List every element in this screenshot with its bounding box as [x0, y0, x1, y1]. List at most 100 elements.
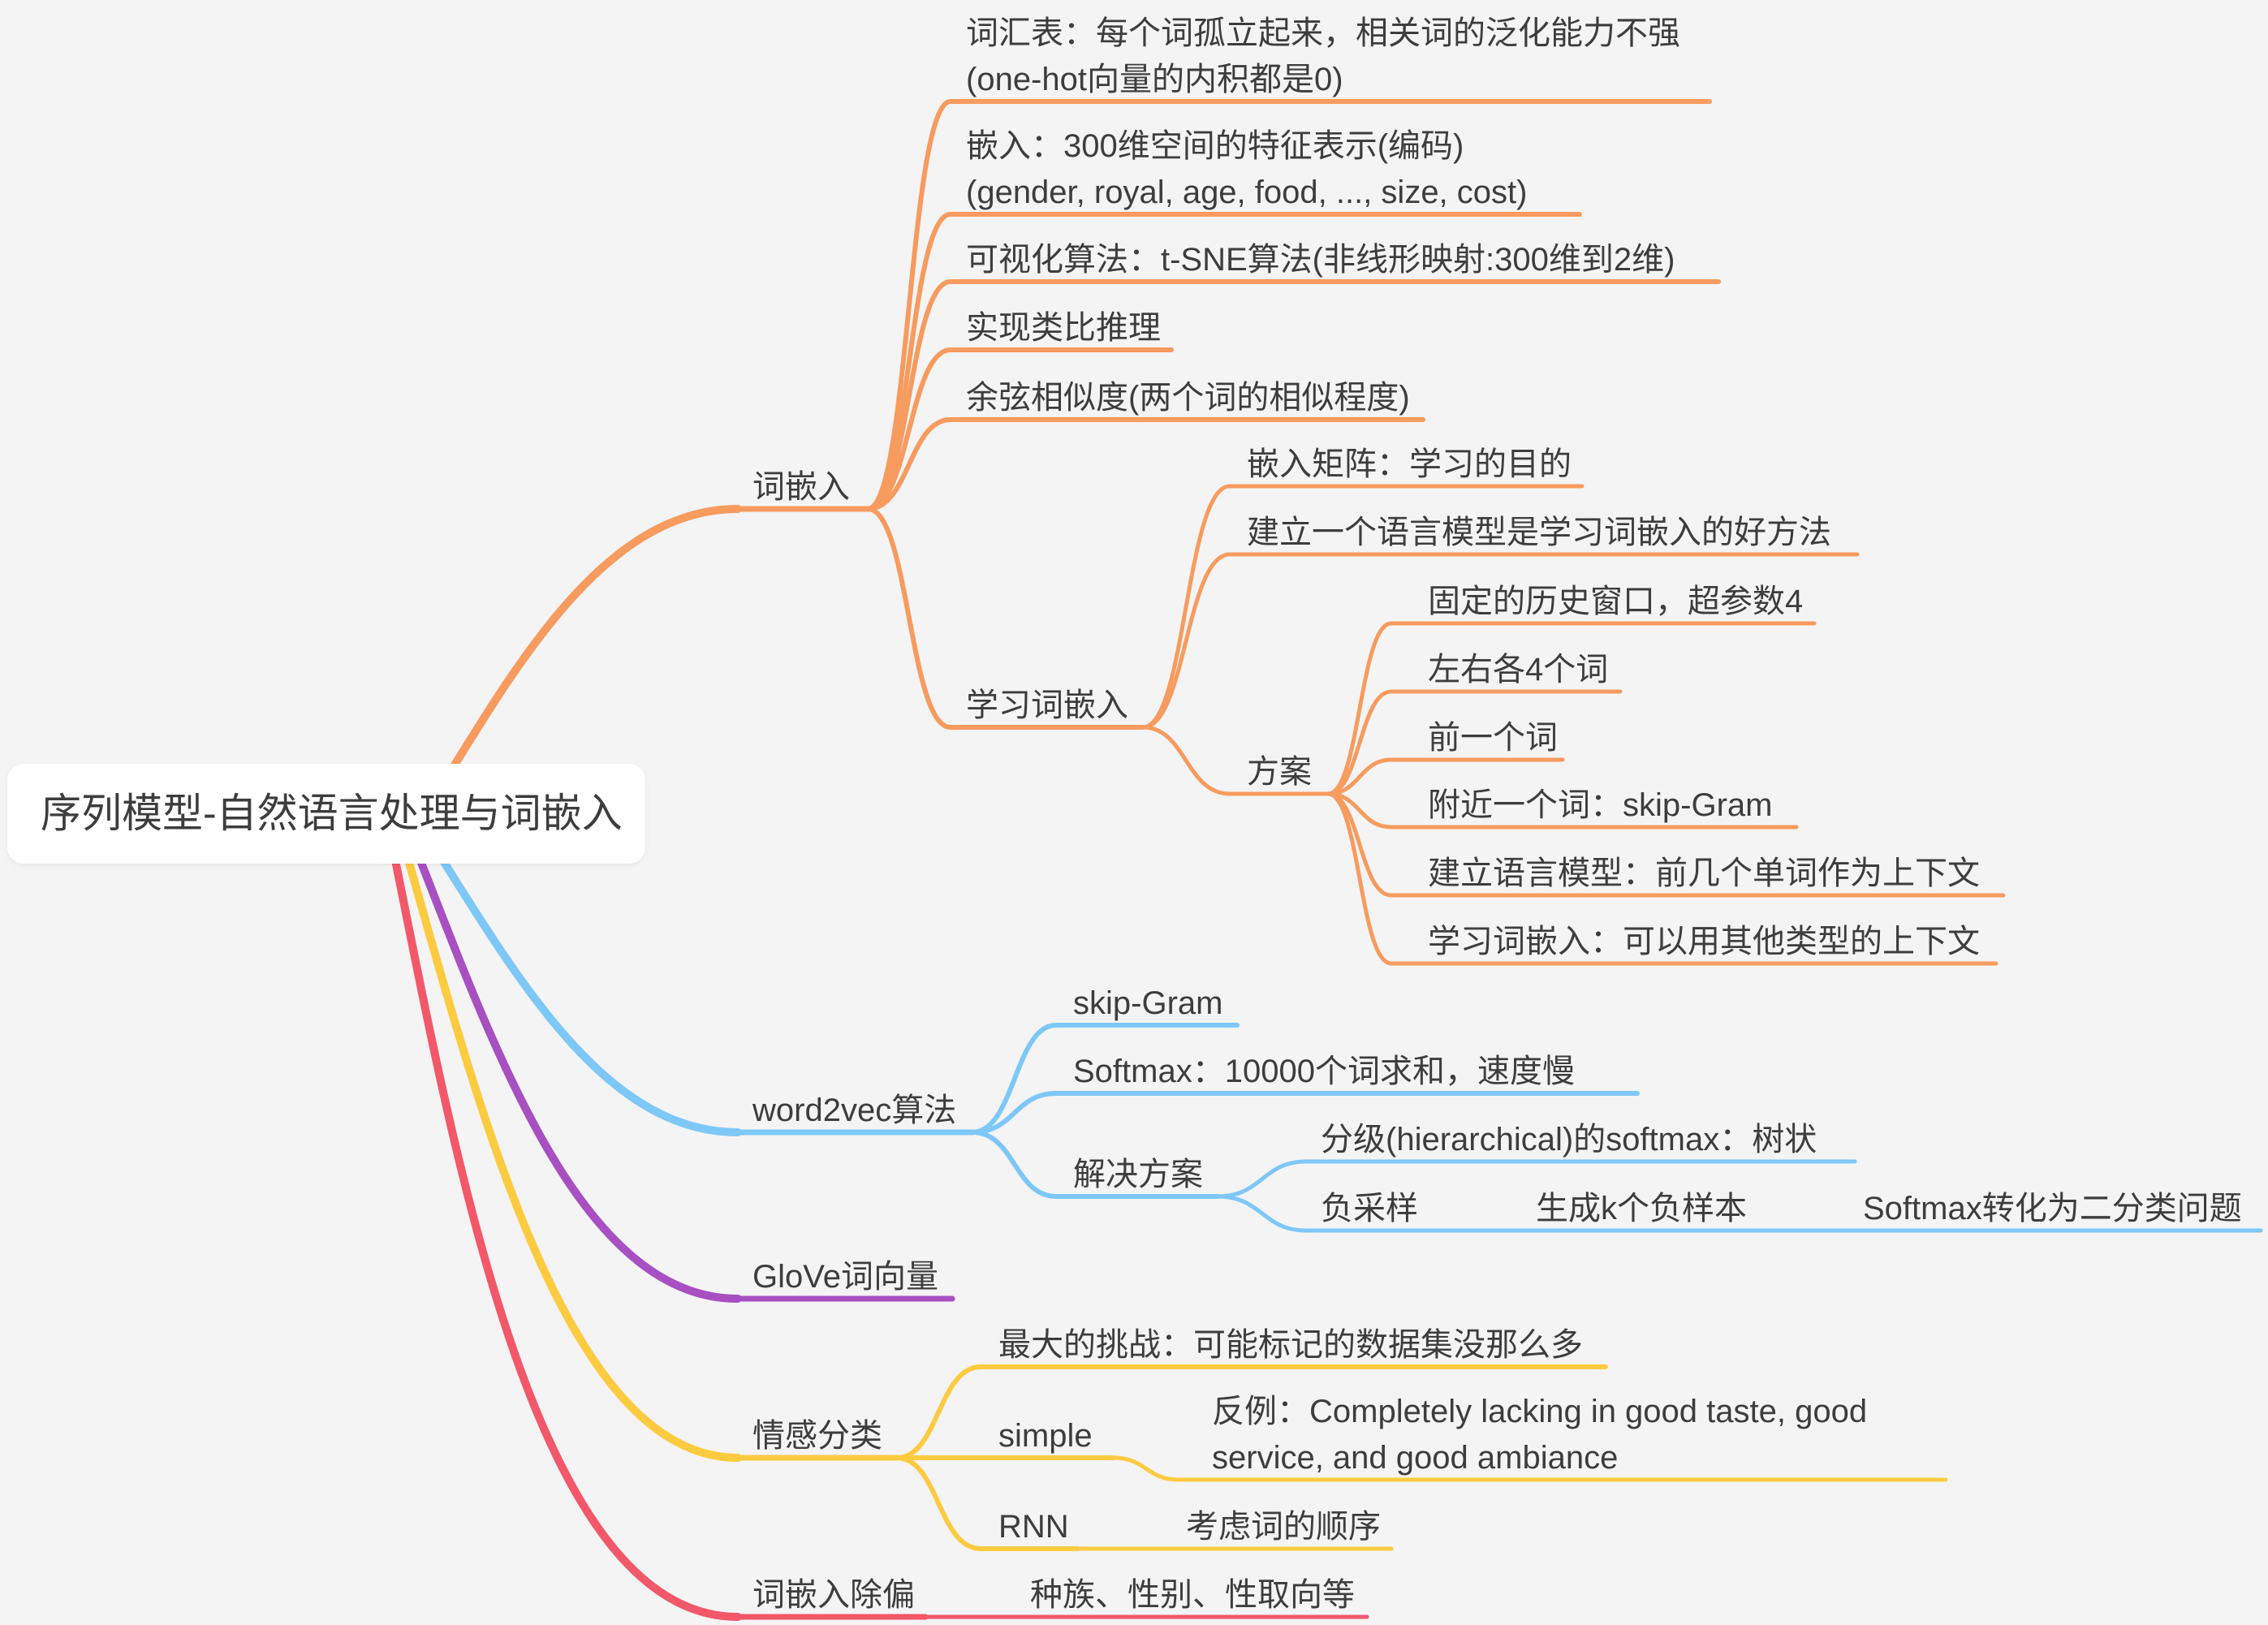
connector [1215, 1194, 1309, 1233]
topic-label: 分级(hierarchical)的softmax：树状 [1321, 1122, 1817, 1157]
branch-word2vec: word2vec算法 skip-Gram Softmax：10000个词求和，速… [735, 985, 2263, 1233]
topic-generate-k-negatives[interactable]: 生成k个负样本 [1427, 1191, 1761, 1233]
topic-language-model[interactable]: 建立一个语言模型是学习词嵌入的好方法 [1227, 515, 1860, 557]
connector [1140, 725, 1232, 796]
topic-label-line-2: (one-hot向量的内积都是0) [966, 62, 1343, 97]
topic-label: 词嵌入除偏 [752, 1577, 915, 1613]
connector [1215, 1159, 1309, 1199]
topic-learning-embeddings[interactable]: 学习词嵌入 [948, 688, 1145, 730]
topic-hierarchical-softmax[interactable]: 分级(hierarchical)的softmax：树状 [1304, 1122, 1857, 1164]
topic-label: 解决方案 [1073, 1157, 1203, 1192]
topic-label: 前一个词 [1428, 720, 1558, 756]
topic-label: 词嵌入 [752, 469, 850, 505]
topic-biggest-challenge[interactable]: 最大的挑战：可能标记的数据集没那么多 [978, 1327, 1608, 1369]
connector [865, 506, 953, 730]
topic-label: 生成k个负样本 [1536, 1191, 1747, 1226]
topic-label: 固定的历史窗口，超参数4 [1428, 584, 1803, 619]
connector [895, 1364, 983, 1460]
topic-glove[interactable]: GloVe词向量 [735, 1259, 955, 1302]
subtopic-connectors [1326, 621, 1394, 966]
topic-skip-gram[interactable]: skip-Gram [1054, 985, 1240, 1028]
connector [1326, 791, 1394, 966]
connector [865, 417, 953, 511]
connector [970, 1130, 1059, 1199]
topic-label: 余弦相似度(两个词的相似程度) [966, 380, 1410, 416]
topic-label-line-1: 词汇表：每个词孤立起来，相关词的泛化能力不强 [966, 15, 1680, 51]
root-topic-label: 序列模型-自然语言处理与词嵌入 [41, 791, 623, 836]
topic-analogy-reasoning[interactable]: 实现类比推理 [948, 310, 1174, 352]
connector-root-sentiment [399, 836, 742, 1462]
connector [970, 1091, 1059, 1135]
topic-nearby-word[interactable]: 附近一个词：skip-Gram [1389, 787, 1799, 830]
topic-negative-sampling[interactable]: 负采样 [1304, 1191, 1432, 1233]
branch-glove: GloVe词向量 [735, 1259, 955, 1302]
topic-label: 方案 [1247, 754, 1312, 790]
connector [1140, 552, 1232, 730]
topic-visualization-tsne[interactable]: 可视化算法：t-SNE算法(非线形映射:300维到2维) [948, 242, 1721, 284]
topic-label: GloVe词向量 [752, 1259, 938, 1295]
topic-word2vec[interactable]: word2vec算法 [735, 1093, 976, 1136]
topic-label: 学习词嵌入 [966, 688, 1128, 723]
connector-root-embedding [434, 505, 742, 795]
topic-simple[interactable]: simple [978, 1418, 1116, 1460]
topic-debias[interactable]: 词嵌入除偏 [735, 1577, 929, 1620]
connector [865, 347, 953, 511]
topic-label-line-1: 嵌入：300维空间的特征表示(编码) [966, 128, 1464, 164]
topic-label: 学习词嵌入：可以用其他类型的上下文 [1428, 924, 1980, 959]
topic-label: 情感分类 [752, 1418, 882, 1454]
connector [865, 99, 953, 511]
topic-cosine-similarity[interactable]: 余弦相似度(两个词的相似程度) [948, 380, 1425, 422]
connector [1111, 1455, 1181, 1482]
topic-embedding-matrix[interactable]: 嵌入矩阵：学习的目的 [1227, 446, 1585, 489]
connector-root-word2vec [426, 836, 742, 1136]
topic-binary-classification[interactable]: Softmax转化为二分类问题 [1757, 1191, 2263, 1233]
topic-label: 左右各4个词 [1428, 652, 1608, 688]
topic-scheme[interactable]: 方案 [1227, 754, 1330, 796]
topic-label: RNN [998, 1509, 1069, 1545]
topic-label: Softmax：10000个词求和，速度慢 [1073, 1054, 1575, 1089]
topic-lm-context[interactable]: 建立语言模型：前几个单词作为上下文 [1389, 856, 2006, 898]
topic-label: skip-Gram [1073, 985, 1222, 1021]
branch-sentiment: 情感分类 最大的挑战：可能标记的数据集没那么多 simple 反例：Comple… [735, 1327, 1948, 1551]
topic-vocabulary[interactable]: 词汇表：每个词孤立起来，相关词的泛化能力不强 (one-hot向量的内积都是0) [948, 15, 1712, 104]
subtopic-connectors [970, 1023, 1059, 1199]
connector [970, 1023, 1059, 1135]
subtopic-connectors [865, 99, 953, 730]
topic-label-line-2: service, and good ambiance [1212, 1440, 1618, 1476]
root-topic[interactable]: 序列模型-自然语言处理与词嵌入 [7, 764, 645, 864]
topic-left-right-4-words[interactable]: 左右各4个词 [1389, 652, 1623, 694]
topic-rnn[interactable]: RNN [978, 1509, 1080, 1551]
topic-other-context[interactable]: 学习词嵌入：可以用其他类型的上下文 [1389, 924, 1999, 966]
topic-softmax-cost[interactable]: Softmax：10000个词求和，速度慢 [1054, 1054, 1640, 1096]
topic-sentiment-classification[interactable]: 情感分类 [735, 1418, 900, 1461]
topic-label: 种族、性别、性取向等 [1030, 1577, 1355, 1613]
topic-label: 实现类比推理 [966, 310, 1161, 346]
topic-label: 建立语言模型：前几个单词作为上下文 [1428, 856, 1980, 891]
topic-label: simple [998, 1418, 1093, 1454]
subtopic-connectors [895, 1364, 983, 1551]
topic-word-order[interactable]: 考虑词的顺序 [1076, 1509, 1394, 1551]
topic-previous-word[interactable]: 前一个词 [1389, 720, 1565, 762]
root-connectors [387, 505, 742, 1621]
topic-word-embedding[interactable]: 词嵌入 [735, 469, 871, 512]
topic-label: 考虑词的顺序 [1186, 1509, 1381, 1545]
topic-embedding-features[interactable]: 嵌入：300维空间的特征表示(编码) (gender, royal, age, … [948, 128, 1582, 217]
topic-label: 建立一个语言模型是学习词嵌入的好方法 [1247, 515, 1831, 550]
connector [1326, 689, 1394, 796]
branch-word-embedding: 词嵌入 词汇表：每个词孤立起来，相关词的泛化能力不强 (one-hot向量的内积… [735, 15, 2006, 966]
topic-label: 最大的挑战：可能标记的数据集没那么多 [998, 1327, 1583, 1363]
connector-root-debias [387, 836, 742, 1621]
topic-label: 负采样 [1321, 1191, 1418, 1226]
topic-counterexample[interactable]: 反例：Completely lacking in good taste, goo… [1176, 1394, 1948, 1482]
topic-fixed-window[interactable]: 固定的历史窗口，超参数4 [1389, 584, 1817, 626]
topic-label-line-2: (gender, royal, age, food, ..., size, co… [966, 175, 1527, 210]
subtopic-connectors [1140, 484, 1232, 796]
connector [895, 1455, 983, 1551]
connector [1326, 757, 1394, 796]
topic-label: 可视化算法：t-SNE算法(非线形映射:300维到2维) [966, 242, 1675, 278]
topic-bias-types[interactable]: 种族、性别、性取向等 [923, 1577, 1369, 1619]
connector [1326, 621, 1394, 796]
topic-label: 嵌入矩阵：学习的目的 [1247, 446, 1572, 482]
topic-solutions[interactable]: 解决方案 [1054, 1157, 1220, 1199]
